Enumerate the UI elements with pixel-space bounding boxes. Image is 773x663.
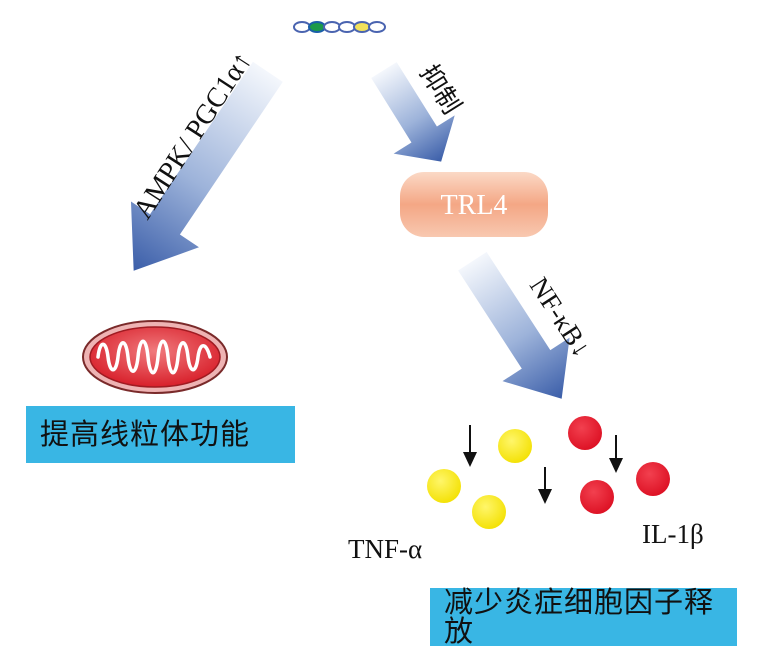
down-arrow-icon — [609, 435, 623, 473]
trl4-node: TRL4 — [400, 172, 548, 237]
il-1beta-dot — [568, 416, 602, 450]
il-1beta-dot — [636, 462, 670, 496]
tnf-alpha-dot — [427, 469, 461, 503]
tnf-alpha-label: TNF-α — [348, 534, 423, 564]
down-arrow-icon — [463, 425, 477, 467]
right-top-arrow-icon — [371, 62, 455, 162]
tnf-alpha-cluster — [427, 429, 532, 529]
trl4-label: TRL4 — [441, 190, 508, 221]
mitochondrion-icon — [82, 320, 228, 394]
left-arrow-icon — [130, 61, 283, 271]
molecule-chain-icon — [293, 21, 386, 33]
il-1beta-cluster — [568, 416, 670, 514]
cytokine-release-text: 减少炎症细胞因子释放 — [444, 585, 715, 648]
down-arrow-icon — [538, 467, 552, 504]
il-1beta-label: IL-1β — [642, 519, 704, 549]
il-1beta-dot — [580, 480, 614, 514]
tnf-alpha-dot — [472, 495, 506, 529]
cytokine-release-box: 减少炎症细胞因子释放 — [430, 588, 737, 646]
mitochondria-function-text: 提高线粒体功能 — [40, 417, 251, 451]
mitochondria-function-box: 提高线粒体功能 — [26, 406, 295, 463]
right-bottom-arrow-icon — [458, 251, 570, 399]
tnf-alpha-dot — [498, 429, 532, 463]
